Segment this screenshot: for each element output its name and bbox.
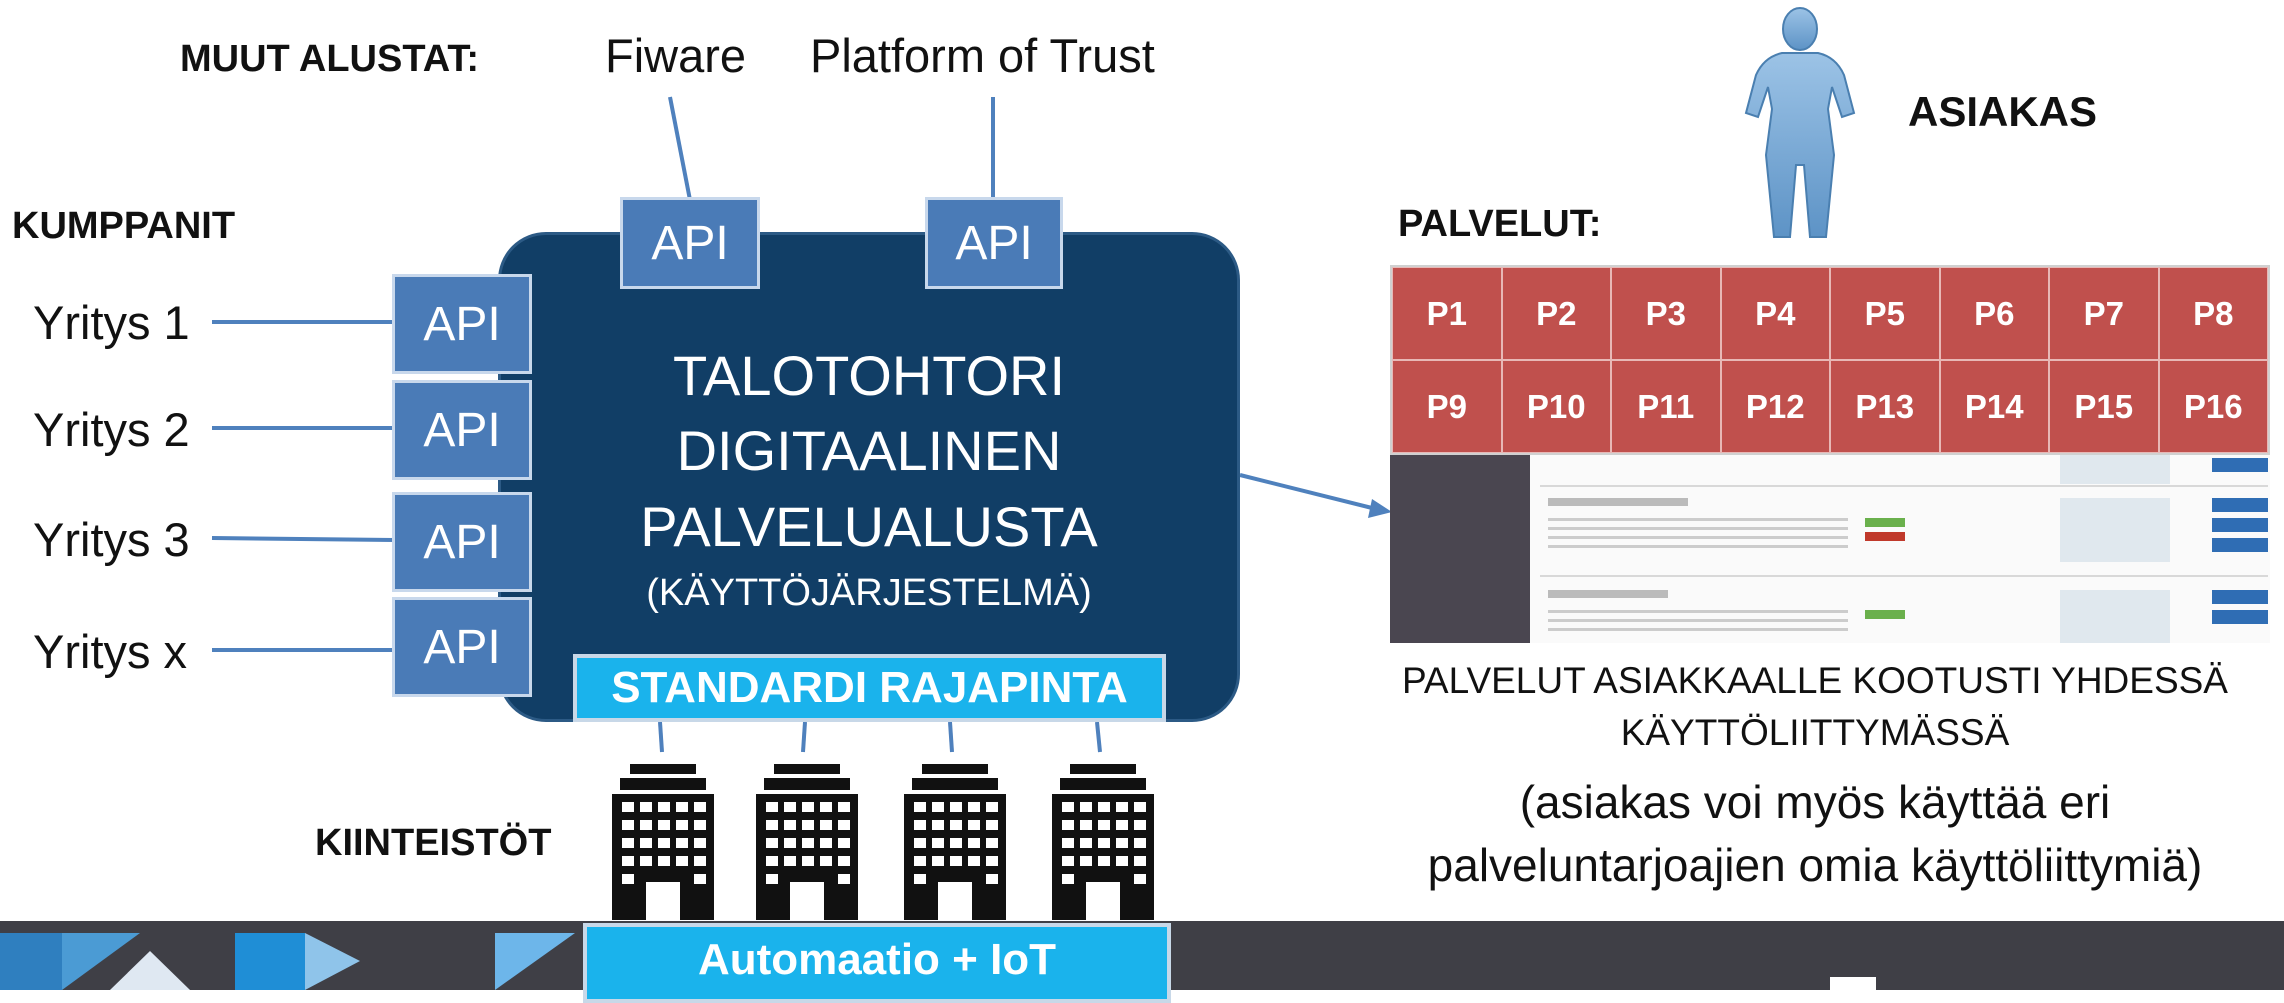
- building-icon: [904, 764, 1006, 920]
- partner-2: Yritys 2: [33, 403, 190, 456]
- services-arrow-line: [1239, 473, 1381, 512]
- screenshot-sidebar: [1390, 455, 1530, 643]
- screenshot-button: [2212, 590, 2268, 604]
- footer-decoration: [0, 933, 1876, 990]
- building-4-connector: [1095, 721, 1102, 753]
- partner-3: Yritys 3: [33, 513, 190, 566]
- building-icon: [1052, 764, 1154, 920]
- service-cell: P14: [1939, 360, 2049, 453]
- service-cell: P2: [1501, 267, 1611, 360]
- screenshot-button: [2212, 538, 2268, 552]
- screenshot-button: [2212, 610, 2268, 624]
- api-box-platform-of-trust: API: [925, 197, 1063, 289]
- services-heading: PALVELUT:: [1398, 203, 1602, 245]
- service-cell: P10: [1501, 360, 1611, 453]
- screenshot-row: [1540, 490, 2268, 577]
- partners-heading: KUMPPANIT: [12, 205, 236, 247]
- caption-line3: (asiakas voi myös käyttää eri: [1519, 776, 2111, 828]
- building-3-connector: [948, 721, 954, 753]
- gear-image-icon: [2060, 498, 2170, 562]
- partner-3-connector: [211, 536, 396, 542]
- building-1-connector: [658, 721, 664, 753]
- customer-label: ASIAKAS: [1908, 88, 2098, 135]
- services-arrow-head: [1368, 499, 1392, 518]
- api-box-partner-x: API: [392, 597, 532, 697]
- service-cell: P1: [1392, 267, 1502, 360]
- service-cell: P11: [1611, 360, 1721, 453]
- screenshot-row: [1540, 580, 2268, 643]
- gear-image-icon: [2060, 590, 2170, 643]
- core-title-line4: (KÄYTTÖJÄRJESTELMÄ): [646, 572, 1092, 614]
- embedded-ui-screenshot: [1390, 455, 2270, 643]
- screenshot-button: [2212, 518, 2268, 532]
- screenshot-row-title: [1548, 590, 1668, 598]
- standard-interface-box: STANDARDI RAJAPINTA: [573, 654, 1166, 722]
- service-cell: P12: [1720, 360, 1830, 453]
- core-platform-box: [498, 232, 1240, 722]
- partner-x: Yritys x: [33, 625, 188, 678]
- service-cell: P7: [2049, 267, 2159, 360]
- services-grid: P1 P2 P3 P4 P5 P6 P7 P8 P9 P10 P11 P12 P…: [1390, 265, 2270, 455]
- service-cell: P5: [1830, 267, 1940, 360]
- platform-of-trust: Platform of Trust: [810, 29, 1155, 82]
- service-cell: P6: [1939, 267, 2049, 360]
- platform-fiware: Fiware: [605, 29, 747, 82]
- api-box-partner-3: API: [392, 492, 532, 592]
- other-platforms-heading: MUUT ALUSTAT:: [180, 38, 480, 80]
- caption-line2: KÄYTTÖLIITTYMÄSSÄ: [1620, 712, 2010, 753]
- screenshot-row-text: [1548, 518, 1848, 552]
- properties-heading: KIINTEISTÖT: [315, 822, 552, 864]
- building-icon: [612, 764, 714, 920]
- building-icon: [756, 764, 858, 920]
- core-title-line3: PALVELUALUSTA: [640, 495, 1098, 558]
- caption-line4: palveluntarjoajien omia käyttöliittymiä): [1427, 839, 2203, 891]
- screenshot-button: [2212, 498, 2268, 512]
- screenshot-row-text: [1548, 610, 1848, 632]
- fiware-connector: [668, 96, 692, 201]
- screenshot-row: [1540, 455, 2268, 487]
- status-tag: [1865, 518, 1905, 527]
- screenshot-button: [2212, 458, 2268, 472]
- service-cell: P15: [2049, 360, 2159, 453]
- screenshot-row-title: [1548, 498, 1688, 506]
- core-title-line2: DIGITAALINEN: [676, 419, 1062, 482]
- status-tag: [1865, 532, 1905, 541]
- service-cell: P16: [2158, 360, 2268, 453]
- service-cell: P8: [2158, 267, 2268, 360]
- status-tag: [1865, 610, 1905, 619]
- service-cell: P9: [1392, 360, 1502, 453]
- partner-1: Yritys 1: [33, 296, 190, 349]
- caption-line1: PALVELUT ASIAKKAALLE KOOTUSTI YHDESSÄ: [1402, 660, 2228, 701]
- api-box-partner-1: API: [392, 274, 532, 374]
- service-cell: P3: [1611, 267, 1721, 360]
- api-box-fiware: API: [620, 197, 760, 289]
- api-box-partner-2: API: [392, 380, 532, 480]
- gear-image-icon: [2060, 455, 2170, 484]
- customer-person-icon: [1744, 7, 1856, 238]
- service-cell: P13: [1830, 360, 1940, 453]
- service-cell: P4: [1720, 267, 1830, 360]
- building-2-connector: [801, 721, 807, 753]
- core-title-line1: TALOTOHTORI: [672, 344, 1066, 407]
- automation-iot-box: Automaatio + IoT: [583, 923, 1171, 1003]
